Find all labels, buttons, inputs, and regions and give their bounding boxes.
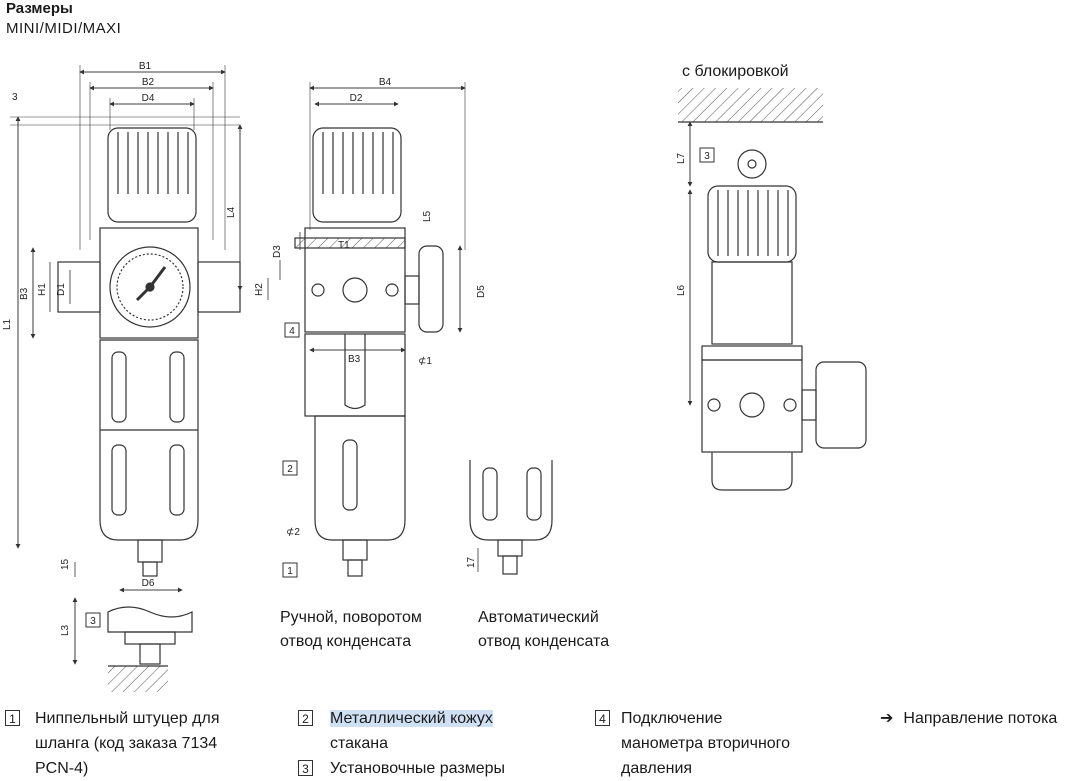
legend-item3-text: Установочные размеры: [330, 760, 506, 777]
callout-1: 1: [287, 566, 293, 577]
legend-item1-line3: PCN-4): [35, 760, 89, 777]
legend-item2-line2: стакана: [330, 735, 389, 752]
legend-num-2: 2: [298, 710, 313, 726]
legend-item-1: 1 Ниппельный штуцер для шланга (код зака…: [5, 706, 275, 781]
callout-3: 3: [90, 616, 96, 627]
side-view: [267, 82, 466, 577]
auto-drain-view: [469, 460, 553, 575]
legend-item4-line1: Подключение: [621, 710, 723, 727]
callout-3-lock-box: [699, 147, 715, 163]
dim-l4: L4: [226, 206, 237, 218]
arrow-right-icon: ➔: [880, 710, 894, 727]
legend-num-1: 1: [5, 710, 20, 726]
callout-4-box: [284, 322, 300, 338]
auto-caption-line1: Автоматический: [478, 609, 599, 626]
dim-3: 3: [12, 92, 18, 103]
dim-l6: L6: [676, 284, 687, 296]
legend-item1-line2: шланга (код заказа 7134: [35, 735, 218, 752]
dim-l7: L7: [676, 152, 687, 164]
locking-view: [678, 88, 867, 491]
dim-h2: H2: [254, 283, 265, 296]
auto-drain-caption: Автоматический отвод конденсата: [478, 606, 609, 654]
dim-d1: D1: [56, 283, 67, 296]
dim-l1: L1: [2, 318, 13, 330]
callout-4: 4: [289, 326, 295, 337]
callout-2: 2: [287, 464, 293, 475]
dim-d2: D2: [350, 93, 363, 104]
dim-b4: B4: [379, 77, 392, 88]
legend-item-4: 4 Подключение манометра вторичного давле…: [595, 706, 845, 781]
dim-d4: D4: [142, 93, 155, 104]
legend-item4-line3: давления: [621, 760, 693, 777]
page-title: Размеры: [6, 0, 73, 17]
legend-item-2-3: 2 Металлический кожух стакана 3 Установо…: [298, 706, 558, 781]
front-view: [10, 65, 243, 692]
dim-l3: L3: [60, 624, 71, 636]
legend-item1-line1: Ниппельный штуцер для: [35, 710, 220, 727]
dim-s2: ⊄2: [286, 527, 300, 538]
manual-caption-line1: Ручной, поворотом: [280, 609, 422, 626]
callout-3-box: [85, 612, 101, 628]
dim-15: 15: [60, 558, 71, 570]
dim-b3: B3: [19, 287, 30, 300]
legend-flow-text: Направление потока: [903, 710, 1058, 727]
legend-item4-line2: манометра вторичного: [621, 735, 791, 752]
legend-num-3: 3: [298, 760, 313, 776]
manual-caption-line2: отвод конденсата: [280, 633, 412, 650]
callout-2-box: [282, 460, 298, 476]
legend-item2-line1: Металлический кожух: [330, 710, 493, 727]
dim-l5: L5: [422, 210, 433, 222]
dim-s1: ⊄1: [418, 356, 432, 367]
dim-d3: D3: [272, 245, 283, 258]
dim-b2: B2: [142, 77, 155, 88]
dim-d5: D5: [476, 285, 487, 298]
dim-b1: B1: [139, 61, 152, 72]
dim-d6: D6: [142, 578, 155, 589]
auto-caption-line2: отвод конденсата: [478, 633, 610, 650]
legend-num-4: 4: [595, 710, 610, 726]
callout-1-box: [282, 562, 298, 578]
dim-b3-side: B3: [348, 354, 361, 365]
technical-drawing: B1 B2 D4 3 L1 B3 H1 D1 L4 15 D6 L3 3: [2, 61, 867, 692]
locking-label: с блокировкой: [682, 63, 789, 80]
page-subtitle: MINI/MIDI/MAXI: [6, 20, 122, 37]
legend-flow: ➔ Направление потока: [880, 706, 1080, 731]
manual-drain-caption: Ручной, поворотом отвод конденсата: [280, 606, 422, 654]
dim-t1: T1: [338, 240, 350, 251]
dim-h1: H1: [37, 283, 48, 296]
dim-17: 17: [466, 556, 477, 568]
callout-3-lock: 3: [704, 151, 710, 162]
